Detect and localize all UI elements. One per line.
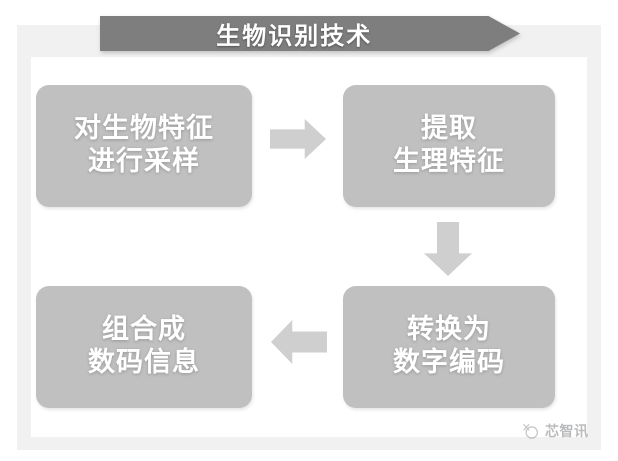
watermark-logo-icon xyxy=(523,424,538,439)
process-box-sample: 对生物特征 进行采样 xyxy=(36,85,252,207)
process-box-convert-line1: 转换为 xyxy=(407,314,491,346)
process-box-extract-line1: 提取 xyxy=(421,113,477,145)
title-banner-shape xyxy=(100,16,520,51)
title-banner: 生物识别技术 xyxy=(100,16,520,51)
process-box-combine: 组合成 数码信息 xyxy=(36,286,252,408)
process-box-extract: 提取 生理特征 xyxy=(343,85,555,207)
process-box-combine-line1: 组合成 xyxy=(102,314,186,346)
process-box-sample-line2: 进行采样 xyxy=(88,146,200,177)
process-box-extract-line2: 生理特征 xyxy=(393,146,505,177)
page-title: 生物识别技术 xyxy=(216,22,373,50)
process-box-sample-line1: 对生物特征 xyxy=(74,113,214,145)
watermark-text: 芯智讯 xyxy=(545,424,589,440)
process-box-combine-line2: 数码信息 xyxy=(88,347,200,378)
watermark: 芯智讯 xyxy=(522,421,589,441)
process-box-convert-line2: 数字编码 xyxy=(393,347,505,378)
process-box-convert: 转换为 数字编码 xyxy=(343,286,555,408)
